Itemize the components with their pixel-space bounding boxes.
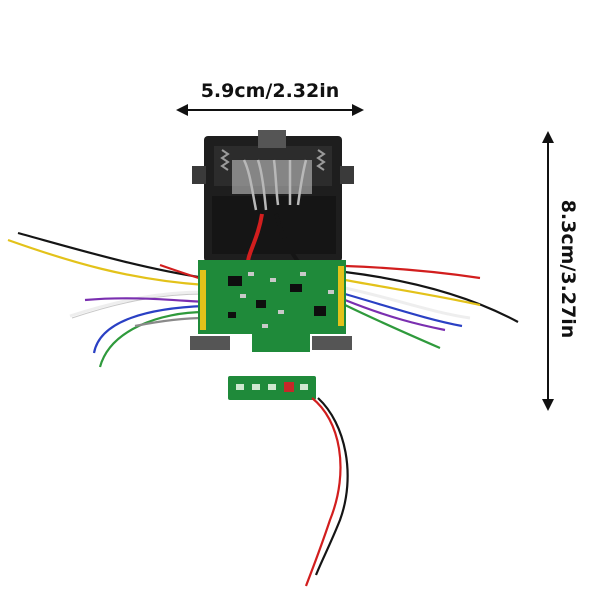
- left-wire-bundle: [7, 231, 206, 368]
- height-dimension-label: 8.3cm/3.27in: [557, 199, 579, 339]
- indicator-lead-wires: [304, 397, 349, 587]
- height-dimension-arrow: [542, 131, 554, 411]
- right-wire-bundle: [344, 264, 519, 350]
- main-pcb-board: [190, 260, 352, 352]
- width-dimension-arrow: [176, 104, 364, 116]
- width-dimension-label: 5.9cm/2.32in: [200, 80, 340, 102]
- indicator-pcb-board: [228, 376, 316, 400]
- battery-terminal-housing: [192, 130, 354, 267]
